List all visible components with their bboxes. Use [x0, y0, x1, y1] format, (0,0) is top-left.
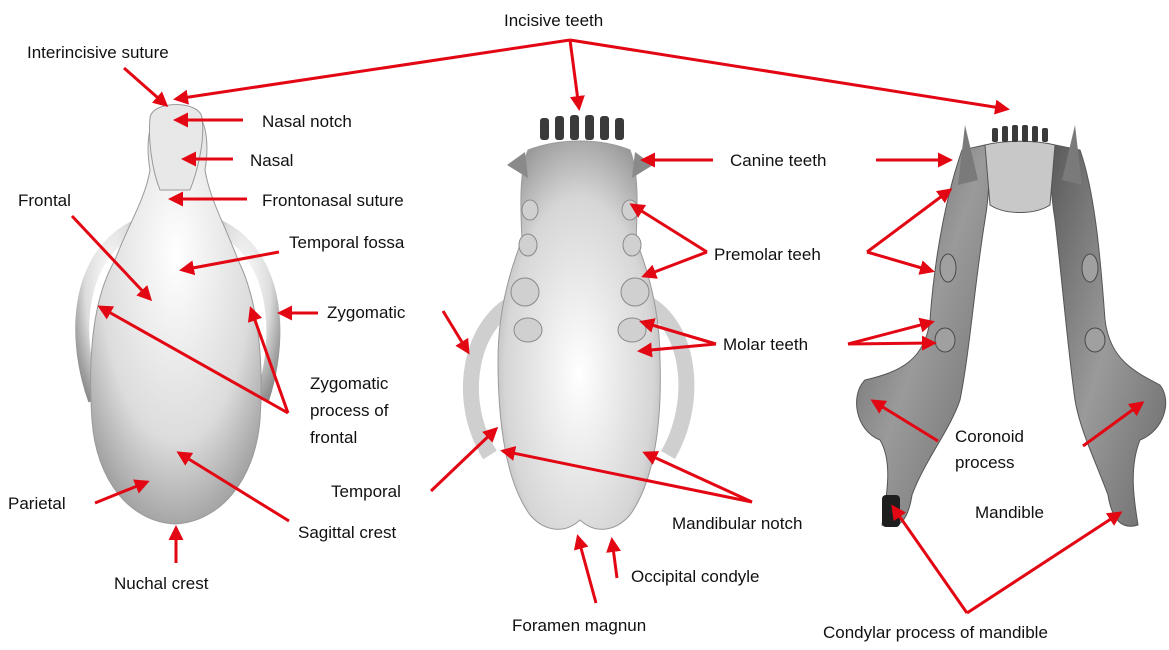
snout-dorsal: [149, 105, 202, 191]
label-zygomatic-process-line3: frontal: [310, 428, 357, 447]
label-frontonasal-suture: Frontonasal suture: [262, 191, 404, 210]
label-zygomatic-process-line1: Zygomatic: [310, 374, 389, 393]
mandible-right-ramus: [1051, 145, 1165, 526]
label-mandibular-notch: Mandibular notch: [672, 514, 802, 533]
label-interincisive-suture: Interincisive suture: [27, 43, 169, 62]
label-premolar-teeth: Premolar teeh: [714, 245, 821, 264]
label-temporal-fossa: Temporal fossa: [289, 233, 405, 252]
label-coronoid-line1: Coronoid: [955, 427, 1024, 446]
label-parietal: Parietal: [8, 494, 66, 513]
label-coronoid-line2: process: [955, 453, 1015, 472]
label-nasal-notch: Nasal notch: [262, 112, 352, 131]
label-temporal: Temporal: [331, 482, 401, 501]
label-mandible: Mandible: [975, 503, 1044, 522]
label-foramen-magnum: Foramen magnun: [512, 616, 646, 635]
label-occipital-condyle: Occipital condyle: [631, 567, 760, 586]
label-incisive-teeth: Incisive teeth: [504, 11, 603, 30]
label-frontal: Frontal: [18, 191, 71, 210]
label-sagittal-crest: Sagittal crest: [298, 523, 397, 542]
incisor-row-ventral: [540, 115, 624, 140]
label-zygomatic: Zygomatic: [327, 303, 406, 322]
label-nasal: Nasal: [250, 151, 293, 170]
incisor-row-mandible: [992, 125, 1048, 142]
label-condylar-process: Condylar process of mandible: [823, 623, 1048, 642]
label-molar-teeth: Molar teeth: [723, 335, 808, 354]
label-nuchal-crest: Nuchal crest: [114, 574, 209, 593]
label-zygomatic-process-line2: process of: [310, 401, 389, 420]
mandible-symphysis: [985, 141, 1055, 212]
label-canine-teeth: Canine teeth: [730, 151, 826, 170]
